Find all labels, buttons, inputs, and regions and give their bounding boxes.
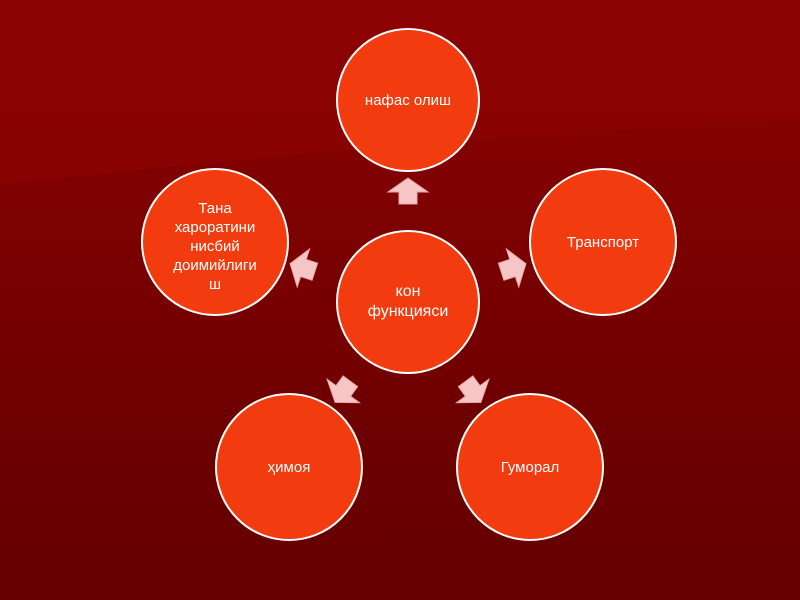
arrow-to-thermoregulation [289,247,319,289]
node-center: кон функцияси [336,230,480,374]
node-center-label: кон функцияси [367,283,449,320]
arrow-to-humoral-shape [454,375,490,404]
node-transport: Транспорт [529,168,677,316]
node-humoral-label: Гуморал [500,458,560,476]
arrow-to-thermoregulation-shape [289,247,319,289]
node-humoral: Гуморал [456,393,604,541]
node-protection: ҳимоя [215,393,363,541]
node-thermoregulation: Тана хароратини нисбий доимийлиги ш [141,168,289,316]
node-breathing-label: нафас олиш [364,91,452,109]
node-thermoregulation-label: Тана хароратини нисбий доимийлиги ш [173,199,257,293]
arrow-to-protection [326,375,362,404]
node-protection-label: ҳимоя [267,458,311,476]
arrow-to-protection-shape [326,375,362,404]
arrow-to-transport [497,247,527,289]
arrow-to-breathing-shape [386,177,430,205]
node-transport-label: Транспорт [566,233,640,251]
arrow-to-breathing [386,177,430,205]
arrow-to-transport-shape [497,247,527,289]
node-breathing: нафас олиш [336,28,480,172]
arrow-to-humoral [454,375,490,404]
